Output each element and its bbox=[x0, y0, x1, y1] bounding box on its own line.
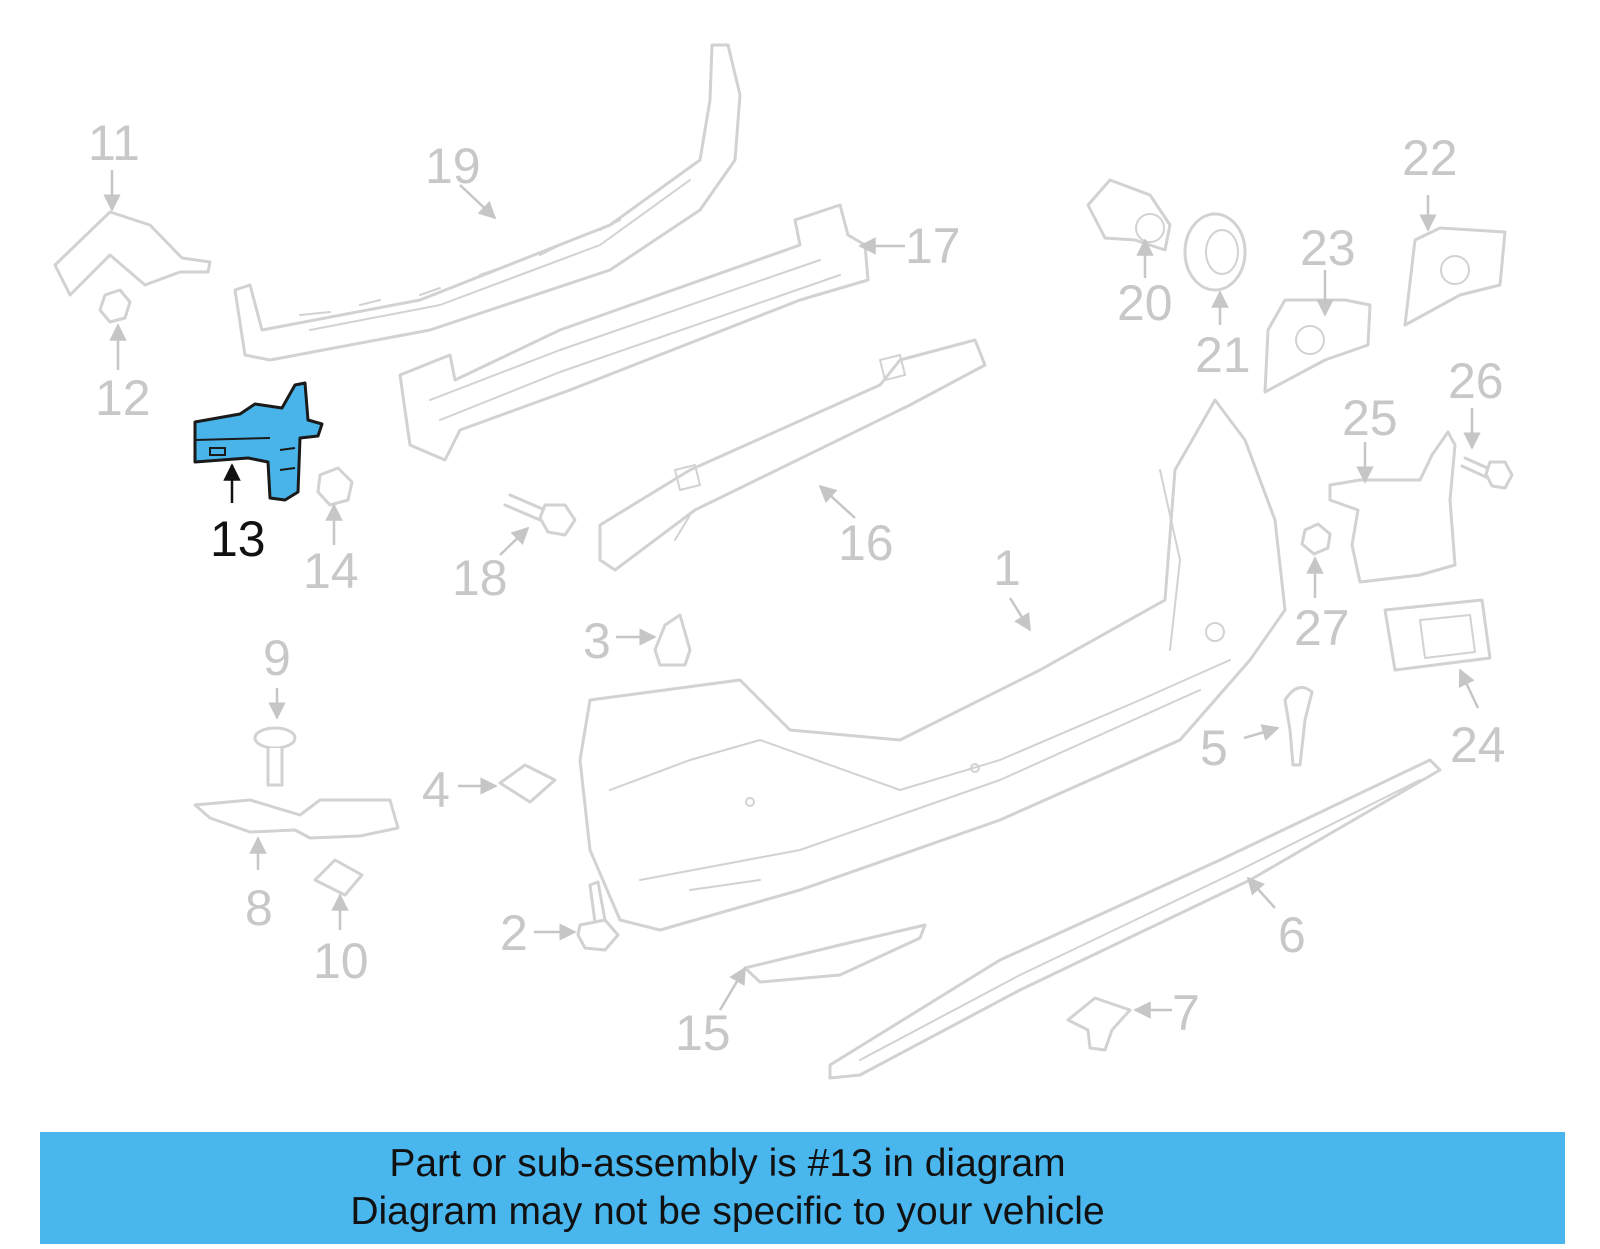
callout-11: 11 bbox=[88, 115, 140, 171]
part-23-bracket bbox=[1263, 298, 1372, 394]
banner-line-part: Part or sub-assembly is #13 in diagram bbox=[389, 1142, 1066, 1185]
callout-4: 4 bbox=[422, 762, 450, 818]
part-3-pin bbox=[653, 613, 692, 667]
part-13-bracket-highlighted bbox=[193, 381, 324, 502]
callout-18: 18 bbox=[452, 550, 508, 606]
callout-20: 20 bbox=[1117, 275, 1173, 331]
part-26-bolt bbox=[1460, 456, 1514, 490]
callout-2: 2 bbox=[500, 905, 528, 961]
callout-16: 16 bbox=[838, 515, 894, 571]
callout-23: 23 bbox=[1300, 220, 1356, 276]
callout-9: 9 bbox=[263, 630, 291, 686]
part-25-bracket bbox=[1328, 430, 1457, 584]
part-20-sensor bbox=[1086, 178, 1172, 252]
part-6-valance bbox=[828, 758, 1442, 1080]
part-4-clip bbox=[498, 763, 557, 804]
part-15-reflector bbox=[743, 923, 927, 984]
part-9-bolt bbox=[253, 726, 297, 787]
info-banner: Part or sub-assembly is #13 in diagram D… bbox=[40, 1132, 1565, 1244]
part-27-nut bbox=[1300, 522, 1332, 556]
part-11-bracket bbox=[53, 210, 212, 297]
callout-10: 10 bbox=[313, 933, 369, 989]
callout-8: 8 bbox=[245, 880, 273, 936]
callout-3: 3 bbox=[583, 613, 611, 669]
callout-13: 13 bbox=[210, 511, 266, 567]
part-2-screw bbox=[576, 880, 620, 952]
callout-21: 21 bbox=[1195, 327, 1251, 383]
callout-numbers: 11 12 19 17 16 13 14 18 3 1 9 4 8 10 2 1… bbox=[88, 115, 1506, 1061]
banner-line-disclaimer: Diagram may not be specific to your vehi… bbox=[350, 1190, 1105, 1233]
part-22-bracket bbox=[1403, 226, 1507, 327]
part-10-clip bbox=[313, 858, 364, 897]
callout-24: 24 bbox=[1450, 717, 1506, 773]
part-21-grommet bbox=[1183, 212, 1247, 292]
part-18-bolt bbox=[503, 493, 577, 537]
part-1-bumper-cover bbox=[578, 398, 1287, 932]
callout-22: 22 bbox=[1402, 130, 1458, 186]
callout-6: 6 bbox=[1278, 907, 1306, 963]
callout-1: 1 bbox=[993, 540, 1021, 596]
callout-5: 5 bbox=[1200, 720, 1228, 776]
part-7-clip bbox=[1066, 996, 1132, 1052]
part-12-nut bbox=[98, 288, 132, 324]
part-8-bracket bbox=[193, 798, 400, 840]
part-17-reinforcement bbox=[398, 203, 870, 462]
callout-12: 12 bbox=[95, 370, 151, 426]
callout-15: 15 bbox=[675, 1005, 731, 1061]
callout-19: 19 bbox=[425, 138, 481, 194]
callout-25: 25 bbox=[1342, 390, 1398, 446]
part-5-cap bbox=[1283, 686, 1314, 767]
leader-lines bbox=[103, 170, 1481, 1019]
callout-17: 17 bbox=[905, 218, 961, 274]
part-16-absorber-lower bbox=[598, 338, 987, 572]
callout-26: 26 bbox=[1448, 353, 1504, 409]
callout-27: 27 bbox=[1294, 600, 1350, 656]
callout-14: 14 bbox=[303, 543, 359, 599]
part-24-module bbox=[1383, 598, 1492, 672]
part-19-absorber bbox=[233, 43, 742, 362]
callout-7: 7 bbox=[1172, 985, 1200, 1041]
part-14-nut bbox=[316, 466, 354, 507]
